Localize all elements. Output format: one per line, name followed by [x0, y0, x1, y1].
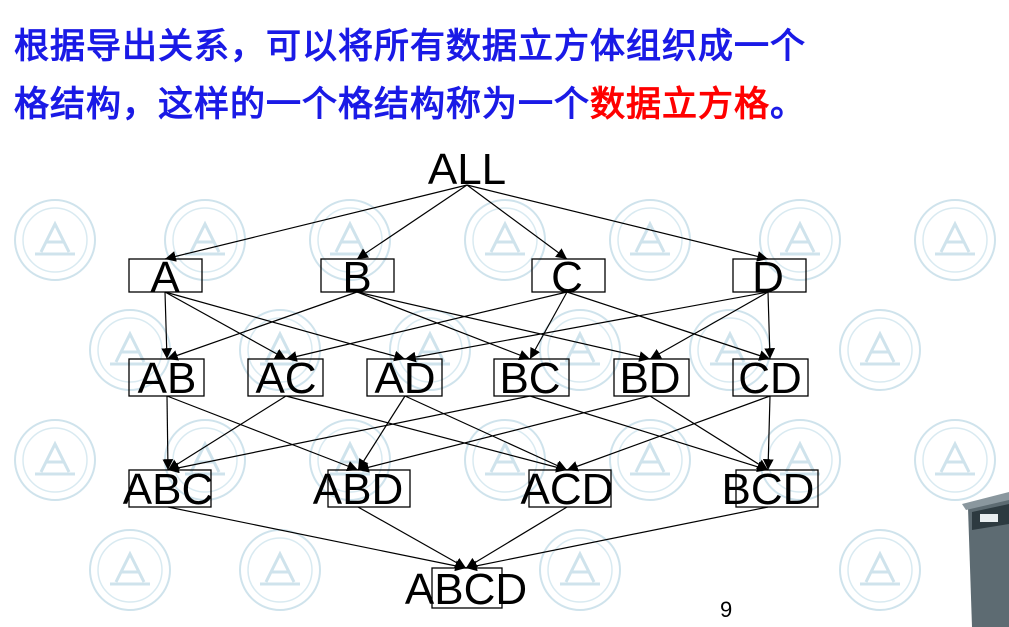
- edge-ac-to-acd: [285, 395, 568, 473]
- edge-all-to-a: [164, 184, 468, 262]
- edge-bd-to-abd: [357, 395, 651, 473]
- node-box: [732, 258, 807, 293]
- edge-c-to-bc: [529, 291, 568, 360]
- node-box: [327, 469, 411, 508]
- edge-abd-to-abcd: [357, 506, 467, 569]
- node-cd: CD: [732, 354, 809, 403]
- node-label: CD: [738, 354, 802, 403]
- node-ab: AB: [128, 354, 205, 403]
- node-box: [247, 358, 324, 397]
- edge-d-to-bd: [649, 291, 769, 360]
- node-bc: BC: [493, 354, 570, 403]
- node-box: [128, 258, 203, 293]
- node-abd: ABD: [313, 465, 411, 514]
- title-line-2: 格结构，这样的一个格结构称为一个数据立方格。: [14, 76, 994, 134]
- node-box: [613, 358, 690, 397]
- node-box: [128, 469, 212, 508]
- node-box: [493, 358, 570, 397]
- node-label: A: [150, 253, 180, 302]
- node-box: [128, 358, 205, 397]
- node-ac: AC: [247, 354, 324, 403]
- node-label: ABCD: [405, 565, 527, 614]
- node-label: BC: [499, 354, 560, 403]
- page-number: 9: [720, 597, 733, 622]
- edge-c-to-ac: [285, 291, 568, 362]
- node-d: D: [732, 253, 807, 302]
- node-box: [528, 469, 612, 508]
- node-all: ALL: [428, 145, 506, 194]
- node-box: [735, 469, 819, 508]
- node-abcd: ABCD: [405, 565, 527, 614]
- edge-bc-to-bcd: [529, 395, 769, 472]
- node-label: ABC: [123, 465, 213, 514]
- edge-a-to-ac: [164, 291, 287, 360]
- lattice-edges: [161, 184, 776, 572]
- node-ad: AD: [366, 354, 443, 403]
- edge-b-to-bc: [356, 291, 531, 361]
- edge-acd-to-abcd: [465, 506, 568, 569]
- node-box: [531, 258, 606, 293]
- edge-bcd-to-abcd: [465, 506, 769, 572]
- node-box: [366, 358, 443, 397]
- edge-ad-to-acd: [404, 395, 568, 471]
- node-b: B: [320, 253, 395, 302]
- title-line-2-text: 格结构，这样的一个格结构称为一个: [14, 85, 591, 125]
- node-c: C: [531, 253, 606, 302]
- node-a: A: [128, 253, 203, 302]
- node-label: ACD: [521, 465, 614, 514]
- slide-title: 根据导出关系，可以将所有数据立方体组织成一个 格结构，这样的一个格结构称为一个数…: [14, 18, 994, 134]
- node-label: AC: [255, 354, 316, 403]
- edge-bc-to-abc: [167, 395, 531, 474]
- node-acd: ACD: [521, 465, 614, 514]
- edge-all-to-d: [466, 184, 769, 262]
- edge-ab-to-abd: [166, 395, 359, 472]
- node-label: BCD: [722, 465, 815, 514]
- edge-a-to-ab: [161, 291, 173, 360]
- edge-c-to-cd: [566, 291, 771, 361]
- node-box: [320, 258, 395, 293]
- node-box: [431, 567, 503, 609]
- node-bd: BD: [613, 354, 690, 403]
- title-line-1: 根据导出关系，可以将所有数据立方体组织成一个: [14, 27, 807, 67]
- node-bcd: BCD: [722, 465, 819, 514]
- node-label: AD: [374, 354, 435, 403]
- node-label: ABD: [313, 465, 403, 514]
- edge-ab-to-abc: [162, 395, 174, 471]
- node-abc: ABC: [123, 465, 213, 514]
- edge-ad-to-abd: [357, 395, 406, 471]
- node-label: B: [342, 253, 371, 302]
- edge-d-to-ad: [404, 291, 769, 363]
- node-label: ALL: [428, 145, 506, 194]
- node-label: C: [551, 253, 583, 302]
- edge-cd-to-bcd: [762, 395, 774, 471]
- edge-d-to-cd: [764, 291, 776, 360]
- node-label: AB: [138, 354, 197, 403]
- edge-a-to-ad: [164, 291, 406, 362]
- edge-ac-to-abc: [167, 395, 287, 471]
- title-line-2-period: 。: [770, 85, 807, 125]
- node-label: D: [752, 253, 784, 302]
- node-box: [732, 358, 809, 397]
- edge-all-to-b: [356, 184, 468, 260]
- edge-cd-to-acd: [566, 395, 771, 472]
- podium-icon: [962, 492, 1009, 627]
- edge-abc-to-abcd: [167, 506, 467, 572]
- edge-b-to-ab: [166, 291, 358, 361]
- edge-bd-to-bcd: [649, 395, 769, 471]
- highlight-term: 数据立方格: [590, 85, 771, 125]
- node-label: BD: [619, 354, 680, 403]
- edge-b-to-bd: [356, 291, 651, 362]
- edge-all-to-c: [466, 184, 568, 260]
